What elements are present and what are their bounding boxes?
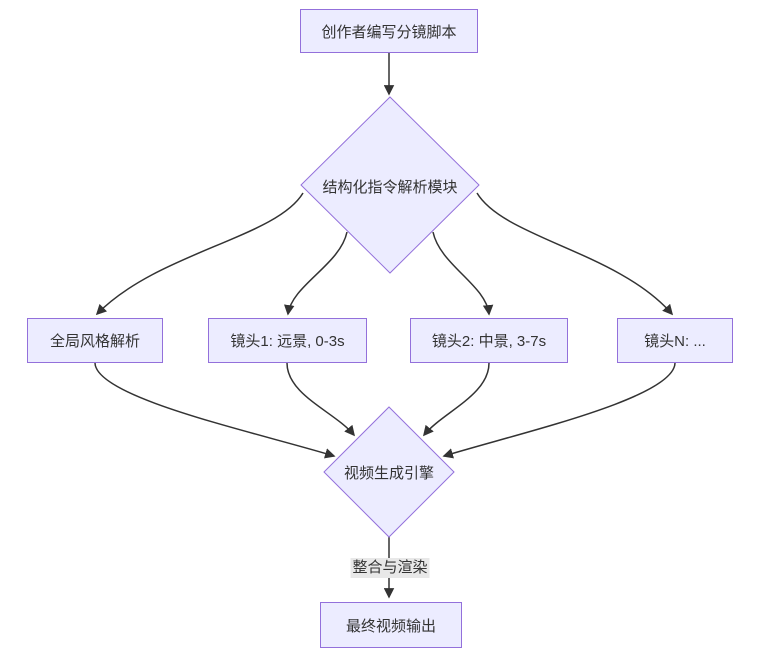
- node-script: 创作者编写分镜脚本: [300, 9, 478, 53]
- edge-shot2-to-engine: [422, 362, 490, 437]
- node-shotN: 镜头N: ...: [617, 318, 733, 363]
- node-shotN-label: 镜头N: ...: [644, 333, 706, 350]
- node-style-label: 全局风格解析: [49, 333, 140, 350]
- node-output: 最终视频输出: [320, 602, 462, 648]
- edge-style-to-engine: [94, 362, 336, 459]
- edge-shotN-to-engine: [442, 362, 676, 459]
- node-shot1: 镜头1: 远景, 0-3s: [208, 318, 367, 363]
- node-parser-diamond: [300, 96, 480, 274]
- node-script-label: 创作者编写分镜脚本: [321, 23, 457, 41]
- node-shot2: 镜头2: 中景, 3-7s: [410, 318, 568, 363]
- node-style: 全局风格解析: [27, 318, 163, 363]
- node-shot2-label: 镜头2: 中景, 3-7s: [431, 333, 547, 350]
- edge-parser-to-style: [95, 192, 304, 316]
- node-output-label: 最终视频输出: [345, 617, 436, 635]
- node-shot1-label: 镜头1: 远景, 0-3s: [230, 333, 345, 350]
- edge-shot1-to-engine: [286, 362, 356, 437]
- node-engine-diamond: [323, 406, 455, 538]
- edge-parser-to-shotN: [476, 192, 674, 316]
- edge-label-render: 整合与渲染: [350, 558, 430, 578]
- edge-parser-to-shot1: [284, 231, 348, 316]
- edge-parser-to-shot2: [432, 231, 494, 316]
